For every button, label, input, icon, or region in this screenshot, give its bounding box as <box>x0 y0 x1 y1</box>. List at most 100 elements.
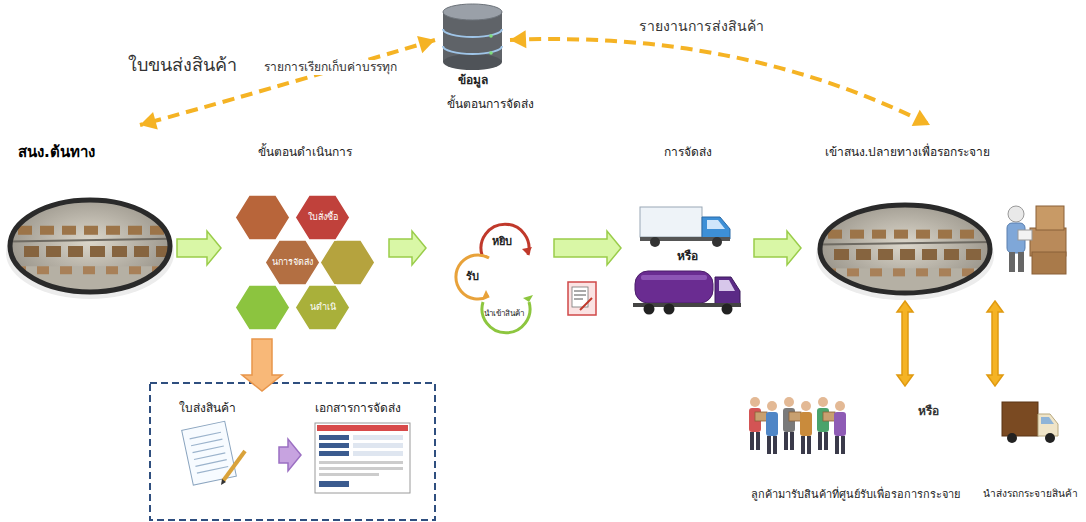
arrowhead <box>140 112 158 129</box>
warehouse-photo-part-part <box>960 230 974 239</box>
pick-cycle-part <box>482 290 489 299</box>
arrowhead <box>417 36 435 53</box>
customers-icon-part <box>801 436 805 454</box>
arrowhead <box>912 110 930 126</box>
cycle-label: รับ <box>466 270 479 284</box>
document-label: ใบส่งสินค้า <box>179 401 236 416</box>
customers-icon-part <box>789 412 801 421</box>
warehouse-photo-part-part <box>916 230 930 239</box>
document-label: เอกสารการจัดส่ง <box>315 401 401 416</box>
database-icon-part <box>489 34 493 38</box>
warehouse-photo-part-part <box>820 242 990 245</box>
invoice-icon-part-part <box>193 446 224 453</box>
hexagon-shape-part <box>295 285 350 330</box>
box-truck-icon-part <box>1007 433 1017 443</box>
process-hexagon: นการจัดส่ง <box>265 240 320 285</box>
hexagon-cluster-part <box>235 285 290 330</box>
or-label: หรือ <box>918 404 939 419</box>
charge-list-label: รายการเรียกเก็บค่าบรรทุก <box>262 60 399 75</box>
connector <box>140 36 435 130</box>
truck-icons-part <box>719 280 735 291</box>
hexagon-label: นการจัดส่ง <box>272 257 313 268</box>
destination-office: เข้าสนง.ปลายทางเพื่อรอกระจาย <box>805 125 1010 297</box>
customers-icon-part <box>801 401 811 411</box>
shipping-form-screenshot-part <box>353 435 403 440</box>
office-heading: เข้าสนง.ปลายทางเพื่อรอกระจาย <box>825 145 991 160</box>
customers-icon-part <box>767 436 771 454</box>
block-arrow <box>987 301 1003 386</box>
connector <box>897 301 913 386</box>
connector-label: รายงานการส่งสินค้า <box>637 18 766 36</box>
step-heading: ขั้นตอนดำเนินการ <box>258 145 352 160</box>
database-icon-part <box>443 54 502 70</box>
connector <box>242 339 282 391</box>
customer-pickup-node: ลูกค้ามารับสินค้าที่ศูนย์รับเพื่อรอการกร… <box>735 390 975 510</box>
truck-icons-part <box>707 220 725 229</box>
hexagon-cluster-part <box>235 195 290 240</box>
shipping-form-screenshot-part <box>319 481 349 487</box>
warehouse-photo-part-part <box>856 249 871 260</box>
customers-icon-part <box>824 432 828 450</box>
connector <box>510 30 930 126</box>
distribution-truck-node: นำส่งรถกระจายสินค้า <box>980 390 1080 510</box>
box-truck-icon-part <box>1041 417 1054 424</box>
customers-icon-part <box>835 401 845 411</box>
customers-icon-part <box>784 397 794 407</box>
process-hexagon: ใบสั่งซื้อ <box>295 195 350 240</box>
truck-icons-part <box>715 277 740 305</box>
invoice-icon-part-part <box>197 467 228 474</box>
database-node: ข้อมูล <box>435 2 510 92</box>
warehouse-photo-part-part <box>128 226 142 235</box>
form-icon <box>568 282 596 315</box>
warehouse-photo-part <box>820 230 990 295</box>
hexagon-cluster-part <box>320 240 375 285</box>
form-icon-part <box>568 282 596 315</box>
warehouse-photo-part-part <box>129 266 141 274</box>
worker-with-box-icon-part <box>1008 206 1024 222</box>
process-hexagon: นดำเนิ <box>295 285 350 330</box>
customers-icon-part <box>834 412 846 436</box>
customers-icon-part <box>800 412 812 436</box>
warehouse-photo-part-part <box>68 246 83 257</box>
option-label: นำส่งรถกระจายสินค้า <box>983 488 1078 501</box>
connector <box>389 231 426 265</box>
process-group: ขั้นตอนดำเนินการใบสั่งซื้อนการจัดส่งนดำเ… <box>225 125 385 335</box>
shipping-form-screenshot-part <box>353 451 403 456</box>
database-label: ข้อมูล <box>458 73 488 88</box>
pick-cycle-part <box>481 224 529 255</box>
warehouse-photo-part <box>10 226 171 294</box>
shipping-form-screenshot-part <box>315 423 410 493</box>
shipping-document-node: เอกสารการจัดส่ง <box>305 395 425 500</box>
box-truck-icon-part <box>1045 433 1055 443</box>
hexagon-label: ใบสั่งซื้อ <box>308 212 338 223</box>
form-icon-part <box>580 298 592 310</box>
block-arrow <box>754 231 801 265</box>
shipping-form-screenshot-part <box>319 467 403 470</box>
truck-icons-part <box>635 271 713 303</box>
customers-icon-part <box>750 397 760 407</box>
truck-icons-part <box>644 304 655 315</box>
truck-icons-part <box>650 237 660 247</box>
customers-icon-part <box>835 436 839 454</box>
warehouse-photo-part-part <box>847 268 859 276</box>
warehouse-photo-part-part <box>944 249 959 260</box>
worker-with-box-icon-part <box>1009 252 1015 272</box>
customers-icon-part <box>755 412 767 421</box>
worker-with-box-icon-part <box>1018 230 1032 240</box>
warehouse-photo-part-part <box>872 230 886 239</box>
warehouse-photo-part-part <box>900 249 915 260</box>
shipping-form-screenshot-part <box>319 473 379 476</box>
hexagon-label: นดำเนิ <box>310 302 336 313</box>
customers-icon-part <box>823 412 835 421</box>
block-arrow <box>177 231 221 265</box>
warehouse-photo-part-part <box>18 226 32 235</box>
or-label: หรือ <box>677 249 698 264</box>
pick-cycle-part <box>522 247 532 255</box>
invoice-icon-part <box>223 451 245 481</box>
step-heading: การจัดส่ง <box>664 145 712 160</box>
warehouse-photo-part-part <box>894 230 908 239</box>
box-truck-icon-part <box>1002 402 1038 436</box>
cycle-label: หยิบ <box>492 235 512 249</box>
step-heading: ขั้นตอนการจัดส่ง <box>447 97 534 112</box>
